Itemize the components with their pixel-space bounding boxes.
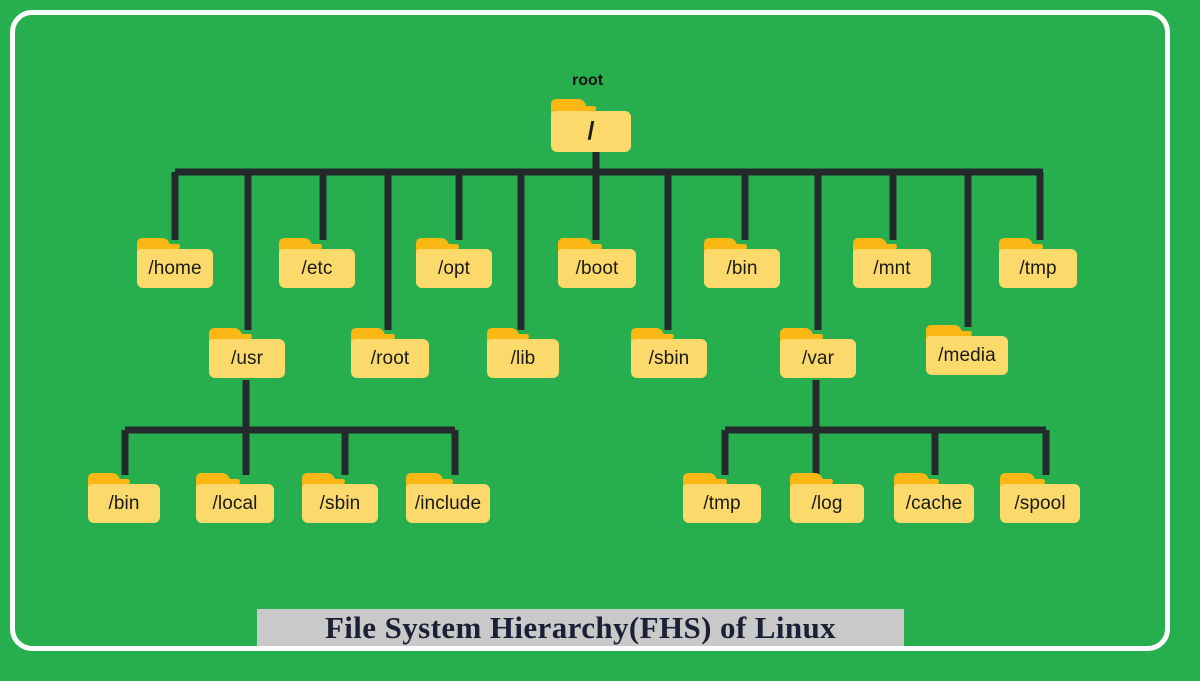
folder-body-icon: [351, 339, 429, 378]
folder-icon-usr-local: /local: [196, 473, 274, 523]
folder-icon-usr-bin: /bin: [88, 473, 160, 523]
folder-body-icon: [88, 484, 160, 523]
diagram-title: File System Hierarchy(FHS) of Linux: [324, 610, 837, 645]
node-var-spool[interactable]: /spool: [1000, 473, 1080, 523]
node-usr[interactable]: /usr: [209, 328, 285, 378]
node-label: /media: [938, 344, 996, 366]
node-opt[interactable]: /opt: [416, 238, 492, 288]
node-sbin[interactable]: /sbin: [631, 328, 707, 378]
node-label: /usr: [230, 347, 264, 369]
node-label: /tmp: [1019, 257, 1057, 279]
folder-body-icon: [1000, 484, 1080, 523]
folder-body-icon: [631, 339, 707, 378]
node-rootdir[interactable]: /root: [351, 328, 429, 378]
folder-body-icon: [137, 249, 213, 288]
folder-icon-media: /media: [926, 325, 1008, 375]
folder-body-icon: [780, 339, 856, 378]
folder-body-icon: [209, 339, 285, 378]
node-label: /spool: [1014, 492, 1066, 514]
folder-body-icon: [704, 249, 780, 288]
node-label: /include: [414, 492, 482, 514]
folder-body-icon: [558, 249, 636, 288]
folder-icon-var: /var: [780, 328, 856, 378]
folder-icon-rootdir: /root: [351, 328, 429, 378]
node-label: /sbin: [319, 492, 361, 514]
node-var[interactable]: /var: [780, 328, 856, 378]
folder-body-icon: [853, 249, 931, 288]
folder-body-icon: [406, 484, 490, 523]
node-label: /lib: [510, 347, 536, 369]
folder-icon-var-spool: /spool: [1000, 473, 1080, 523]
folder-icon-etc: /etc: [279, 238, 355, 288]
node-usr-bin[interactable]: /bin: [88, 473, 160, 523]
node-boot[interactable]: /boot: [558, 238, 636, 288]
node-media[interactable]: /media: [926, 325, 1008, 375]
folder-body-icon: [279, 249, 355, 288]
folder-icon-tmp: /tmp: [999, 238, 1077, 288]
node-label: /sbin: [648, 347, 690, 369]
node-label: /: [587, 116, 595, 145]
node-tmp[interactable]: /tmp: [999, 238, 1077, 288]
node-mnt[interactable]: /mnt: [853, 238, 931, 288]
folder-icon-home: /home: [137, 238, 213, 288]
folder-body-icon: [926, 336, 1008, 375]
folder-body-icon: [487, 339, 559, 378]
folder-icon-usr: /usr: [209, 328, 285, 378]
node-label: /tmp: [703, 492, 741, 514]
node-var-tmp[interactable]: /tmp: [683, 473, 761, 523]
node-label: /opt: [437, 257, 471, 279]
folder-body-icon: [302, 484, 378, 523]
node-label: /boot: [575, 257, 619, 279]
folder-body-icon: [999, 249, 1077, 288]
node-label: /var: [801, 347, 835, 369]
node-label: /mnt: [873, 257, 911, 279]
folder-body-icon: [790, 484, 864, 523]
folder-icon-usr-sbin: /sbin: [302, 473, 378, 523]
node-usr-include[interactable]: /include: [406, 473, 490, 523]
folder-icon-opt: /opt: [416, 238, 492, 288]
node-var-cache[interactable]: /cache: [894, 473, 974, 523]
folder-icon-sbin: /sbin: [631, 328, 707, 378]
node-label: /cache: [905, 492, 963, 514]
folder-body-icon: [683, 484, 761, 523]
title-banner: File System Hierarchy(FHS) of Linux: [257, 609, 904, 647]
folder-icon-mnt: /mnt: [853, 238, 931, 288]
node-bin[interactable]: /bin: [704, 238, 780, 288]
folder-icon-boot: /boot: [558, 238, 636, 288]
folder-icon-bin: /bin: [704, 238, 780, 288]
folder-icon-var-cache: /cache: [894, 473, 974, 523]
folder-body-icon: [894, 484, 974, 523]
folder-body-icon: [551, 110, 631, 152]
folder-icon-usr-include: /include: [406, 473, 490, 523]
folder-icon-var-tmp: /tmp: [683, 473, 761, 523]
root-caption: root: [572, 72, 604, 89]
node-var-log[interactable]: /log: [790, 473, 864, 523]
node-etc[interactable]: /etc: [279, 238, 355, 288]
folder-body-icon: [196, 484, 274, 523]
folder-icon-var-log: /log: [790, 473, 864, 523]
node-root[interactable]: /: [551, 99, 631, 152]
node-usr-sbin[interactable]: /sbin: [302, 473, 378, 523]
folder-icon-root: /: [551, 99, 631, 152]
node-label: /local: [212, 492, 258, 514]
node-label: /root: [370, 347, 410, 369]
node-home[interactable]: /home: [137, 238, 213, 288]
node-label: /home: [148, 257, 202, 279]
folder-body-icon: [416, 249, 492, 288]
node-label: /bin: [726, 257, 758, 279]
node-label: /bin: [108, 492, 140, 514]
node-lib[interactable]: /lib: [487, 328, 559, 378]
node-usr-local[interactable]: /local: [196, 473, 274, 523]
node-label: /log: [811, 492, 843, 514]
folder-icon-lib: /lib: [487, 328, 559, 378]
node-label: /etc: [301, 257, 333, 279]
